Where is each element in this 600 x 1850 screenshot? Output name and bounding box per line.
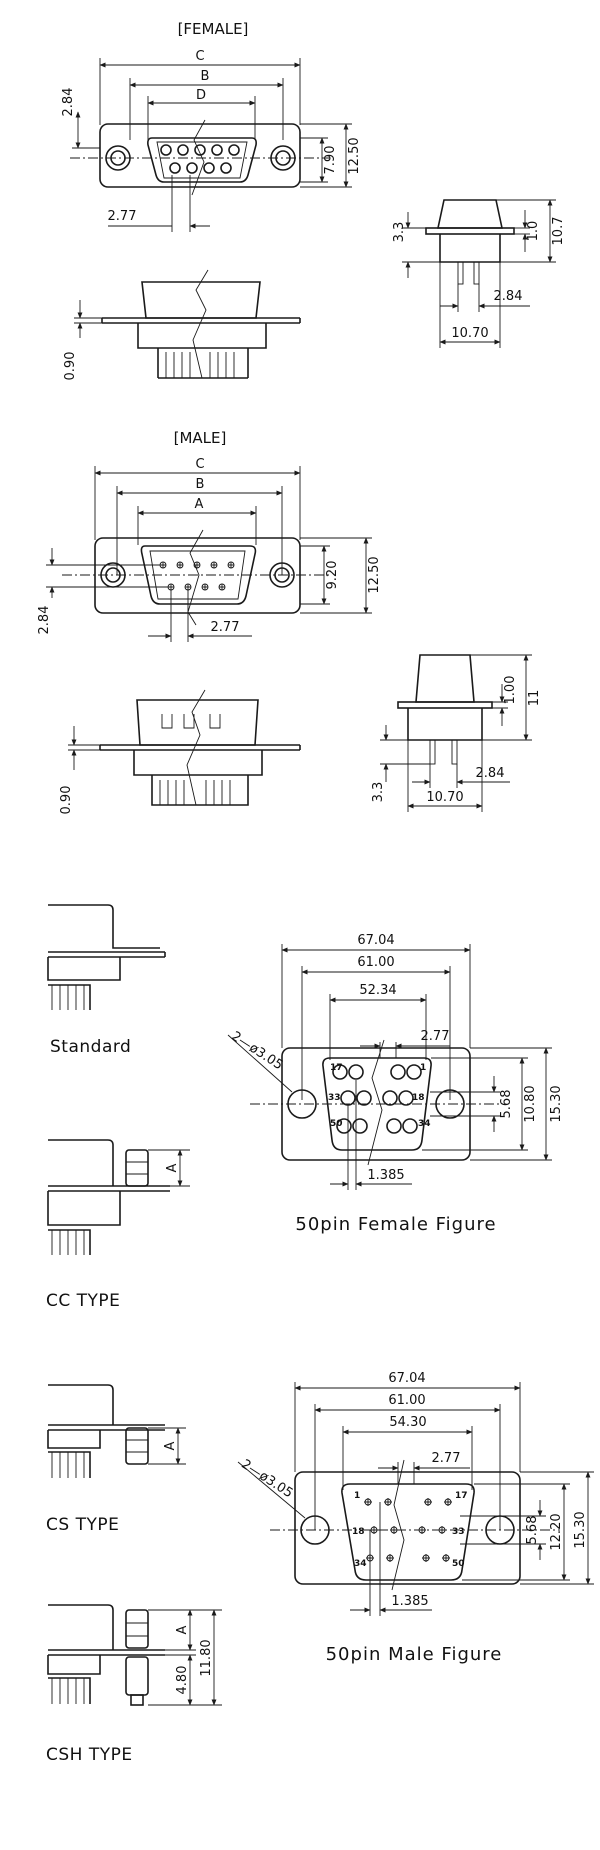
f50-shell (322, 1057, 432, 1151)
m50-dim-54-30: 54.30 (389, 1415, 426, 1430)
male-dim-11: 11 (527, 690, 542, 707)
f50-dim-5-68: 5.68 (499, 1090, 514, 1119)
male-pins (159, 561, 235, 591)
female-dim-2-77: 2.77 (108, 209, 137, 224)
female-dim-7-90: 7.90 (323, 146, 338, 175)
female-dim-2-84-right: 2.84 (494, 289, 523, 304)
m50-dim-67-04: 67.04 (388, 1371, 425, 1386)
m50-pin-34: 34 (354, 1559, 367, 1569)
male-dim-b: B (196, 477, 205, 492)
type-cc-label: CC TYPE (46, 1291, 120, 1311)
m50-dim-hole: 2—ø3.05 (238, 1457, 295, 1501)
female-dim-c: C (195, 49, 204, 64)
f50-pin-50: 50 (330, 1119, 343, 1129)
type-standard: Standard (47, 904, 166, 1057)
m50-dim-12-20: 12.20 (549, 1513, 564, 1550)
f50-dim-67-04: 67.04 (357, 933, 394, 948)
fig-50pin-female: 67.04 61.00 52.34 2.77 17 1 33 18 50 3 (227, 933, 564, 1235)
female-end-view (425, 199, 515, 285)
type-cc: A CC TYPE (46, 1139, 190, 1311)
csh-dim-11-80: 11.80 (199, 1639, 214, 1676)
f50-pin-33: 33 (328, 1093, 341, 1103)
f50-dim-61-00: 61.00 (357, 955, 394, 970)
female-dim-d: D (196, 88, 206, 103)
m50-pin-18: 18 (352, 1527, 365, 1537)
male-dim-10-70: 10.70 (426, 790, 463, 805)
male-side-view (99, 689, 301, 806)
f50-pin-1: 1 (420, 1063, 426, 1073)
cc-hex-nut (125, 1149, 149, 1187)
male-section: [MALE] C B A 9.20 (37, 429, 542, 814)
f50-dim-1-385: 1.385 (367, 1168, 404, 1183)
m50-pin-17: 17 (455, 1491, 468, 1501)
csh-dim-a: A (175, 1625, 190, 1634)
f50-dim-2-77: 2.77 (421, 1029, 450, 1044)
type-cs-label: CS TYPE (46, 1515, 119, 1535)
female-section: [FEMALE] C B D 2.84 (61, 20, 566, 380)
male-dim-c: C (195, 457, 204, 472)
csh-hex-nut-bottom (125, 1656, 149, 1696)
cs-dim-a: A (163, 1441, 178, 1450)
female-dim-3-3: 3.3 (392, 222, 407, 243)
male-dim-3-3: 3.3 (371, 782, 386, 803)
male-dim-12-50: 12.50 (367, 556, 382, 593)
f50-dim-hole: 2—ø3.05 (228, 1029, 285, 1073)
female-dim-10-7: 10.7 (551, 217, 566, 246)
female-dim-12-50: 12.50 (347, 137, 362, 174)
f50-caption: 50pin Female Figure (295, 1214, 496, 1235)
type-standard-label: Standard (50, 1037, 131, 1057)
m50-pin-1: 1 (354, 1491, 360, 1501)
m50-pins (364, 1498, 452, 1562)
m50-pin-33: 33 (452, 1527, 465, 1537)
male-heading: [MALE] (174, 429, 227, 447)
type-csh: A 4.80 11.80 CSH TYPE (46, 1604, 222, 1765)
female-side-view (101, 269, 301, 379)
type-csh-label: CSH TYPE (46, 1745, 133, 1765)
m50-pin-50: 50 (452, 1559, 465, 1569)
female-dim-10-70: 10.70 (451, 326, 488, 341)
f50-dim-52-34: 52.34 (359, 983, 396, 998)
male-d-shell (140, 545, 257, 605)
female-dim-2-84-left: 2.84 (61, 88, 76, 117)
m50-dim-61-00: 61.00 (388, 1393, 425, 1408)
f50-dim-15-30: 15.30 (549, 1085, 564, 1122)
m50-dim-1-385: 1.385 (391, 1594, 428, 1609)
male-dim-1-00: 1.00 (503, 676, 518, 705)
m50-caption: 50pin Male Figure (326, 1644, 503, 1665)
m50-dim-15-30: 15.30 (573, 1511, 588, 1548)
cc-dim-a: A (165, 1163, 180, 1172)
csh-hex-nut-top (125, 1609, 149, 1649)
fig-50pin-male: 67.04 61.00 54.30 2.77 1 17 1 (237, 1371, 594, 1665)
csh-dim-4-80: 4.80 (175, 1666, 190, 1695)
cs-hex-nut (125, 1427, 149, 1465)
female-flange (99, 123, 301, 188)
male-dim-2-84-right: 2.84 (476, 766, 505, 781)
type-cs: A CS TYPE (46, 1384, 186, 1535)
m50-dim-5-68: 5.68 (525, 1516, 540, 1545)
male-end-view (397, 654, 493, 765)
male-flange (94, 537, 301, 614)
male-dim-2-77: 2.77 (211, 620, 240, 635)
f50-pins (332, 1064, 422, 1134)
male-dim-9-20: 9.20 (325, 561, 340, 590)
m50-shell (341, 1483, 475, 1581)
female-pins (160, 144, 240, 174)
female-dim-b: B (201, 69, 210, 84)
female-dim-1-0: 1.0 (526, 221, 541, 242)
f50-pin-34: 34 (418, 1119, 431, 1129)
female-heading: [FEMALE] (178, 20, 249, 38)
male-dim-0-90: 0.90 (59, 786, 74, 815)
m50-dim-2-77: 2.77 (432, 1451, 461, 1466)
f50-pin-18: 18 (412, 1093, 425, 1103)
female-d-shell (147, 137, 257, 183)
f50-pin-17: 17 (330, 1063, 343, 1073)
male-dim-2-84-left: 2.84 (37, 606, 52, 635)
f50-dim-10-80: 10.80 (523, 1085, 538, 1122)
m50-flange (294, 1471, 521, 1585)
male-dim-a: A (195, 497, 204, 512)
female-dim-0-90: 0.90 (63, 352, 78, 381)
